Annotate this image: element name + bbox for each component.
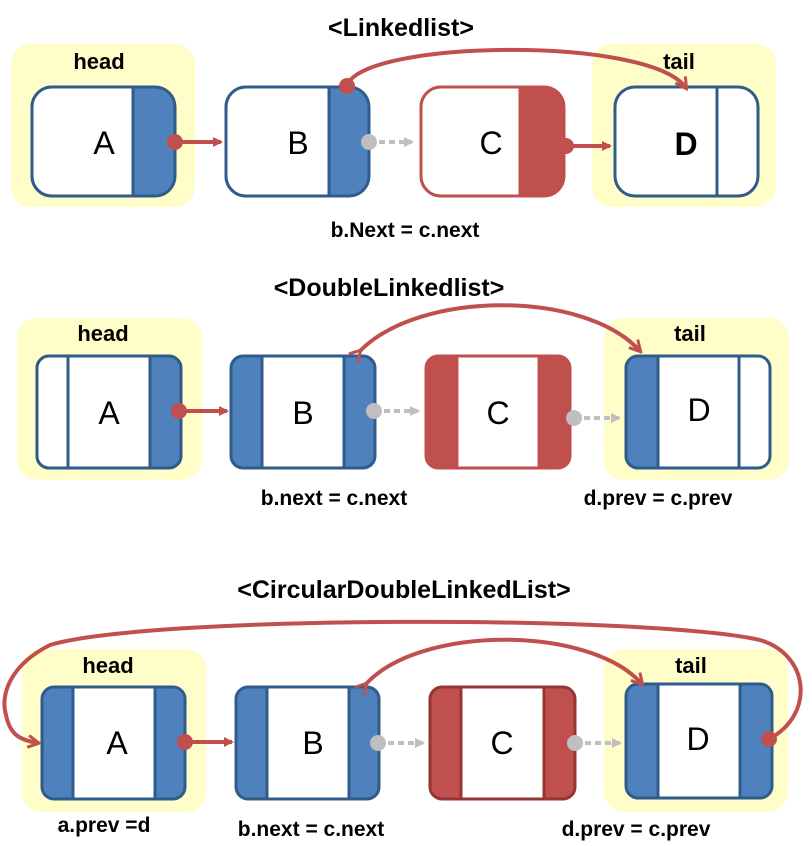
node-b: B (224, 85, 371, 198)
node-d: D (613, 85, 760, 198)
tail-label: tail (675, 653, 707, 678)
doubly-linked-list-section: <DoubleLinkedlist> head tail A B C (17, 274, 789, 510)
node-a-label: A (93, 125, 115, 161)
node-d: D (624, 682, 774, 800)
link-a-to-b (167, 134, 223, 150)
tail-label: tail (674, 321, 706, 346)
node-d-label: D (674, 126, 697, 162)
node-a: A (30, 85, 177, 198)
link-a-to-b (171, 403, 229, 419)
link-b-d-bidirectional (366, 637, 642, 684)
link-b-to-c-removed (361, 134, 414, 150)
node-d: D (624, 354, 772, 470)
node-a-label: A (106, 725, 128, 761)
node-c: C (419, 85, 566, 198)
head-label: head (77, 321, 128, 346)
circular-caption-left: b.next = c.next (238, 818, 384, 841)
node-d-label: D (687, 392, 710, 428)
node-a: A (35, 354, 183, 470)
node-c: C (424, 354, 572, 470)
node-b-label: B (292, 395, 313, 431)
doubly-caption-left: b.next = c.next (261, 487, 407, 510)
node-a: A (40, 685, 187, 801)
head-label: head (82, 653, 133, 678)
node-c-label: C (490, 725, 513, 761)
node-b-label: B (287, 125, 308, 161)
link-b-to-c-removed (370, 735, 425, 751)
node-c-label: C (479, 125, 502, 161)
node-c: C (428, 685, 577, 801)
link-b-to-c-removed (366, 403, 420, 419)
node-b-label: B (302, 725, 323, 761)
singly-caption: b.Next = c.next (331, 219, 480, 242)
singly-linked-list-section: <Linkedlist> head tail A B C D (11, 14, 776, 242)
circular-caption-right: d.prev = c.prev (562, 818, 711, 841)
node-d-label: D (686, 721, 709, 757)
doubly-title: <DoubleLinkedlist> (274, 274, 505, 302)
circular-title: <CircularDoubleLinkedList> (237, 576, 570, 604)
link-a-to-b (177, 734, 234, 750)
node-b: B (234, 685, 381, 801)
link-c-to-d-removed (567, 735, 622, 751)
link-b-to-d-bypass (339, 47, 686, 94)
head-label: head (73, 49, 124, 74)
circular-caption-a: a.prev =d (58, 814, 151, 837)
singly-title: <Linkedlist> (328, 14, 474, 42)
link-c-to-d (558, 138, 612, 154)
doubly-caption-right: d.prev = c.prev (584, 487, 733, 510)
circular-linked-list-section: <CircularDoubleLinkedList> head tail A B… (2, 576, 803, 841)
link-c-to-d-removed (566, 410, 621, 426)
link-d-to-a-circular (2, 619, 803, 747)
node-a-label: A (98, 395, 120, 431)
tail-label: tail (663, 49, 695, 74)
link-b-d-bidirectional (360, 303, 640, 351)
node-b: B (229, 354, 377, 470)
node-c-label: C (486, 395, 509, 431)
